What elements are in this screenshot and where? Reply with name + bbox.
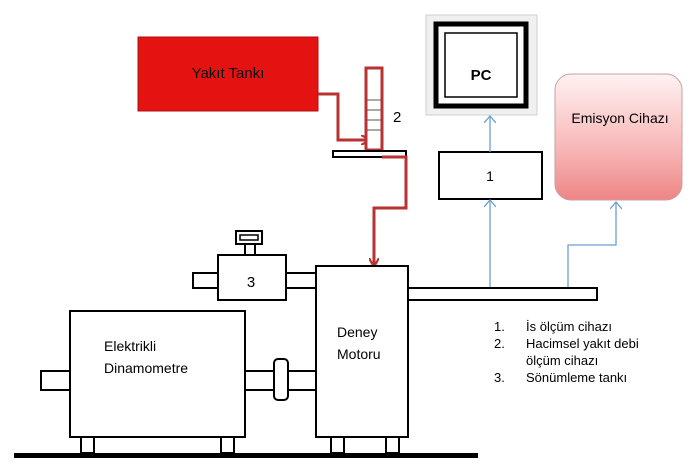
flowmeter: 2 bbox=[332, 66, 407, 158]
sample-line-exhaust-to-emission bbox=[567, 203, 616, 289]
pc-label: PC bbox=[471, 67, 492, 84]
legend: 1. İs ölçüm cihazı 2. Hacimsel yakıt deb… bbox=[494, 318, 696, 386]
test-engine: Deney Motoru bbox=[315, 265, 409, 454]
fuel-line-flowmeter-to-engine bbox=[374, 155, 408, 266]
coupling-shaft bbox=[244, 358, 317, 401]
engine-label-line2: Motoru bbox=[337, 346, 381, 362]
fuel-tank: Yakıt Tankı bbox=[137, 36, 319, 112]
fuel-tank-label: Yakıt Tankı bbox=[192, 65, 265, 82]
legend-item: 3. Sönümleme tankı bbox=[494, 369, 696, 386]
emission-device: Emisyon Cihazı bbox=[554, 73, 683, 201]
legend-number: 1. bbox=[494, 319, 505, 334]
engine-label-line1: Deney bbox=[337, 324, 377, 340]
exhaust-pipe bbox=[407, 287, 598, 301]
legend-item: 2. Hacimsel yakıt debi bbox=[494, 335, 696, 352]
legend-text: ölçüm cihazı bbox=[526, 353, 599, 368]
legend-text: Hacimsel yakıt debi bbox=[526, 336, 639, 351]
electric-dynamometer: Elektrikli Dinamometre bbox=[40, 310, 246, 454]
smoke-meter-number: 1 bbox=[486, 168, 494, 184]
legend-item: 1. İs ölçüm cihazı bbox=[494, 318, 696, 335]
legend-text: Sönümleme tankı bbox=[526, 370, 628, 385]
damping-tank-number: 3 bbox=[247, 274, 255, 291]
legend-text: İs ölçüm cihazı bbox=[526, 319, 612, 334]
dynamometer-label-line1: Elektrikli bbox=[104, 338, 156, 354]
fuel-line-tank-to-flowmeter bbox=[318, 92, 369, 140]
dynamometer-label-line2: Dinamometre bbox=[104, 360, 188, 376]
pc-monitor: PC bbox=[425, 14, 538, 116]
ground-base bbox=[14, 453, 478, 458]
emission-device-label: Emisyon Cihazı bbox=[571, 110, 668, 126]
legend-item-continuation: ölçüm cihazı bbox=[494, 352, 696, 369]
flowmeter-number: 2 bbox=[393, 109, 401, 126]
smoke-meter: 1 bbox=[438, 151, 543, 200]
damping-tank: 3 bbox=[192, 230, 318, 301]
legend-number: 3. bbox=[494, 370, 505, 385]
legend-number: 2. bbox=[494, 336, 505, 351]
